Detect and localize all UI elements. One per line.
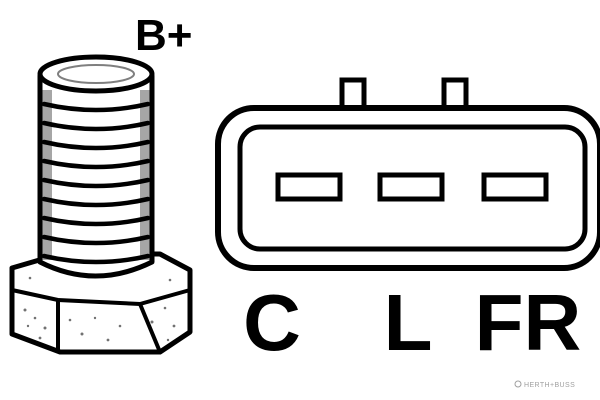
b-plus-terminal-stud <box>9 54 193 355</box>
watermark-text: HERTH+BUSS <box>524 382 575 389</box>
pin-label-l: L <box>384 278 433 367</box>
pin-slot-fr <box>481 172 549 202</box>
hex-nut <box>9 251 193 355</box>
pin-slot-l <box>377 172 445 202</box>
watermark-logo-icon <box>514 380 522 388</box>
pin-label-fr: FR <box>475 278 582 367</box>
plug-connector <box>215 77 600 271</box>
threaded-shaft <box>37 54 155 279</box>
pin-slot-c <box>275 172 343 202</box>
watermark: HERTH+BUSS <box>514 380 575 389</box>
pin-label-c: C <box>243 278 301 367</box>
b-plus-label: B+ <box>135 11 192 60</box>
pin-slots <box>275 172 549 202</box>
